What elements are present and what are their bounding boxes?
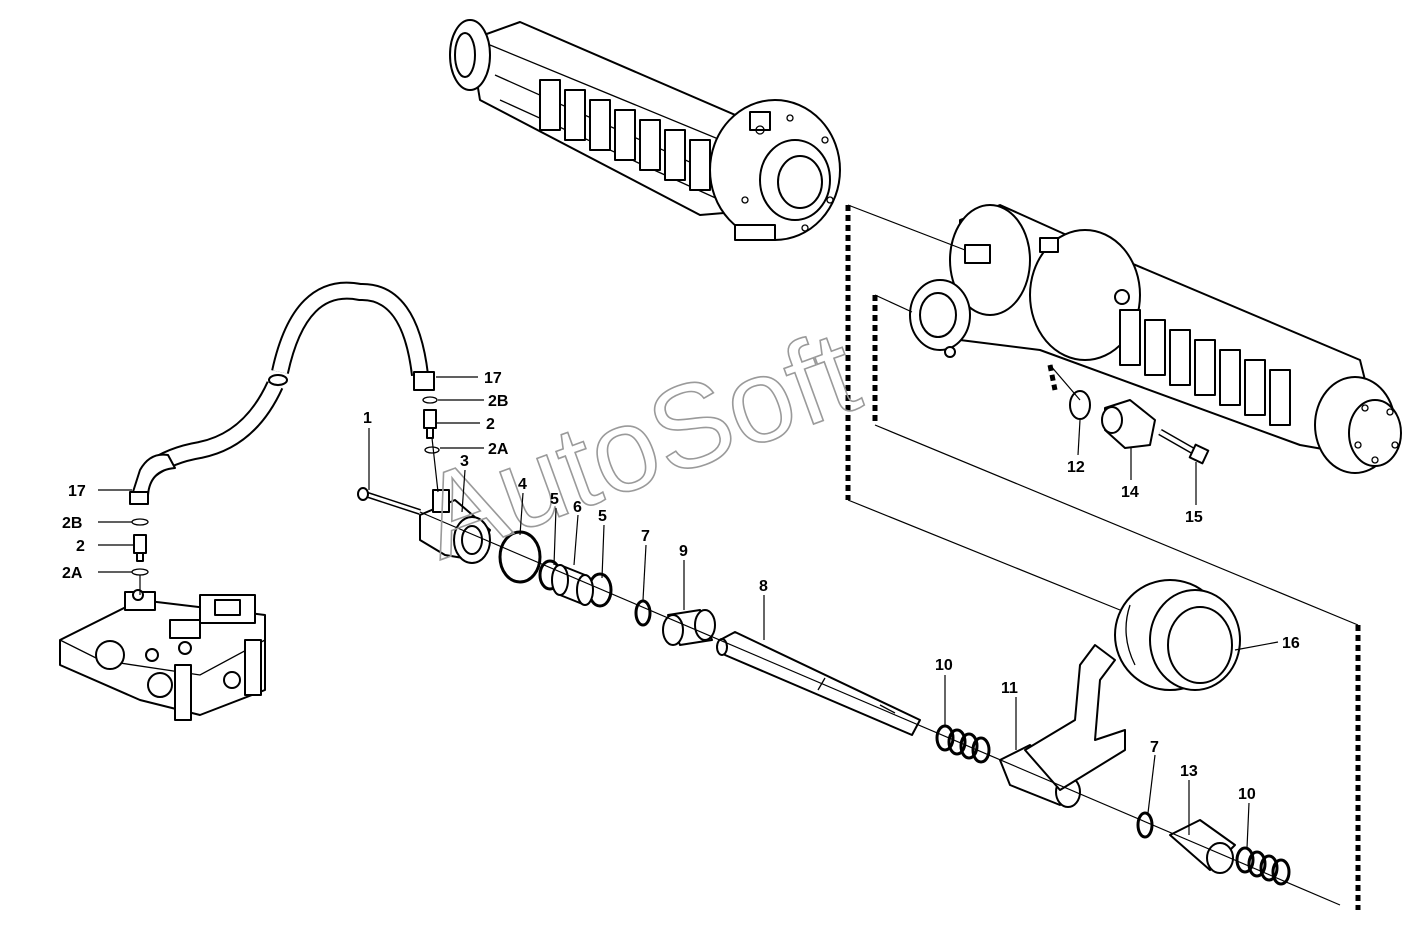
part-13-bushing (1169, 819, 1236, 874)
fittings-left (131, 518, 149, 576)
assembly-lines (847, 204, 1359, 626)
part-15-bolt (1158, 428, 1210, 465)
label-8: 8 (759, 578, 768, 595)
label-13: 13 (1180, 763, 1198, 780)
assembly-dashed-outline (845, 205, 1361, 910)
label-16: 16 (1282, 635, 1300, 652)
part-16-ring (1114, 579, 1241, 691)
label-5a: 5 (550, 491, 559, 508)
watermark-text: AutoSoft (404, 306, 874, 585)
axle-housing-top-fins (539, 79, 711, 191)
hose-assembly (129, 281, 429, 505)
part-8-shaft (716, 631, 921, 736)
label-9: 9 (679, 543, 688, 560)
label-7a: 7 (641, 528, 650, 545)
part-11-fork (999, 644, 1126, 808)
label-7b: 7 (1150, 739, 1159, 756)
label-6: 6 (573, 499, 582, 516)
part-14-plug (1101, 399, 1156, 449)
label-15: 15 (1185, 509, 1203, 526)
axle-housing-right (909, 204, 1402, 474)
fittings-top (413, 371, 440, 454)
label-2A-left: 2A (62, 565, 83, 582)
label-2A-top: 2A (488, 441, 509, 458)
part-6-piston (551, 564, 594, 606)
axle-housing-top (449, 19, 841, 241)
valve-block (59, 589, 266, 721)
label-4: 4 (518, 476, 527, 493)
label-2B-left: 2B (62, 515, 82, 532)
label-17-left: 17 (68, 483, 86, 500)
label-5b: 5 (598, 508, 607, 525)
part-3-housing (419, 489, 491, 564)
label-12: 12 (1067, 459, 1085, 476)
label-14: 14 (1121, 484, 1139, 501)
leader-lines (98, 376, 1279, 849)
label-2B-top: 2B (488, 393, 508, 410)
axle-housing-right-fins (1119, 309, 1291, 426)
part-labels: 17 2B 2 2A 17 2B 2 2A 1 3 4 5 6 5 7 9 8 … (62, 370, 1300, 803)
label-3: 3 (460, 453, 469, 470)
part-10-springs (935, 724, 1291, 886)
part-1-bolt (357, 487, 421, 515)
label-1: 1 (363, 410, 372, 427)
label-17-top: 17 (484, 370, 502, 387)
label-2-top: 2 (486, 416, 495, 433)
label-10a: 10 (935, 657, 953, 674)
label-10b: 10 (1238, 786, 1256, 803)
shaft-centreline (139, 437, 1341, 906)
part-12-oring (1069, 390, 1091, 420)
label-11: 11 (1001, 680, 1018, 697)
label-2-left: 2 (76, 538, 85, 555)
